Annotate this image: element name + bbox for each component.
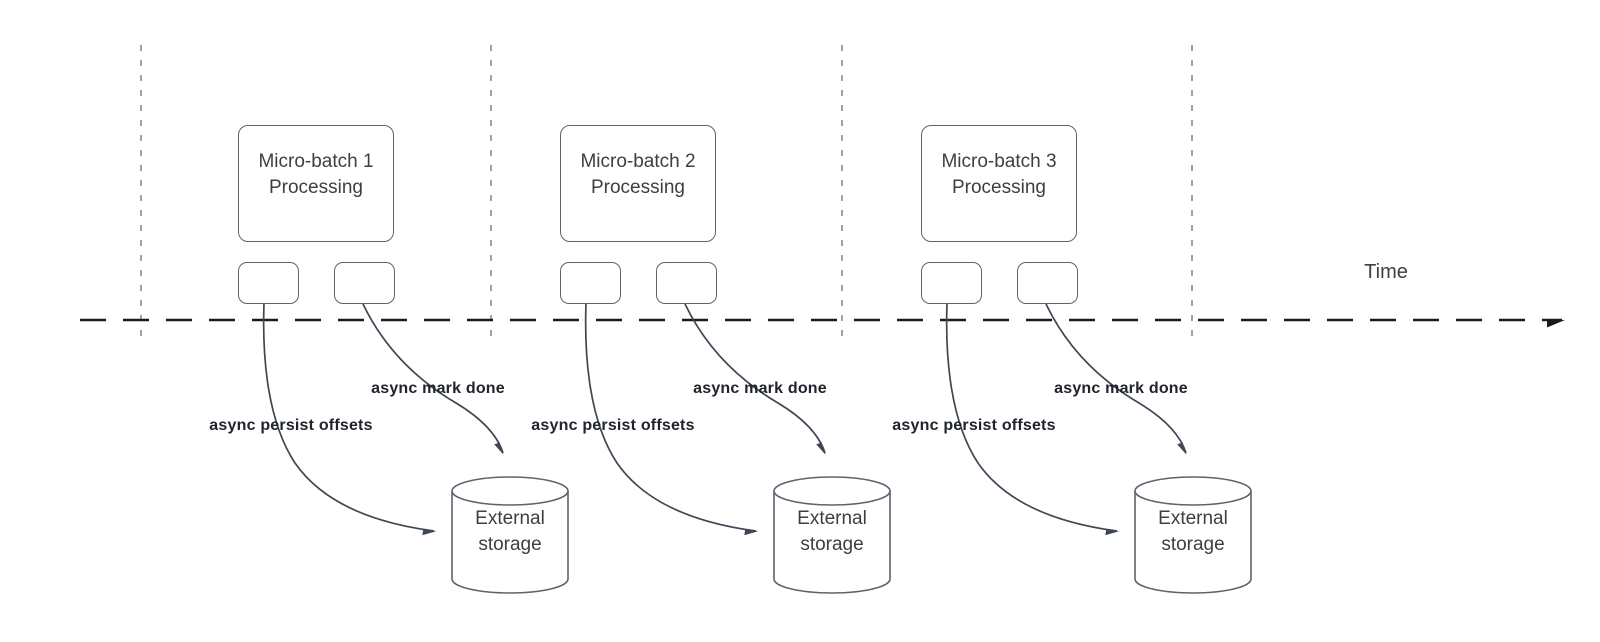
micro-batch-box-2: Micro-batch 2 Processing bbox=[560, 125, 716, 242]
external-storage-line1: External bbox=[475, 508, 545, 529]
persist-offsets-arrow bbox=[584, 302, 756, 531]
external-storage-label: External storage bbox=[1135, 506, 1251, 558]
mark-done-label: async mark done bbox=[371, 380, 505, 397]
micro-batch-title-line2: Processing bbox=[590, 176, 685, 198]
storage-cylinder-top bbox=[451, 476, 569, 506]
storage-cylinder-body bbox=[773, 491, 891, 594]
offset-slot-left bbox=[921, 262, 982, 304]
batch-1-connectors bbox=[262, 302, 569, 594]
external-storage-line2: storage bbox=[1161, 534, 1225, 555]
offset-slot-right bbox=[656, 262, 717, 304]
batch-3-connectors bbox=[945, 302, 1252, 594]
offset-slot-left bbox=[560, 262, 621, 304]
offset-slot-right bbox=[334, 262, 395, 304]
mark-done-label: async mark done bbox=[1054, 380, 1188, 397]
persist-offsets-arrow bbox=[945, 302, 1117, 531]
offset-slot-left bbox=[238, 262, 299, 304]
offset-slot-right bbox=[1017, 262, 1078, 304]
mark-done-label: async mark done bbox=[693, 380, 827, 397]
external-storage-line2: storage bbox=[800, 534, 864, 555]
micro-batch-title-line1: Micro-batch 3 bbox=[941, 150, 1057, 172]
time-axis-label: Time bbox=[1364, 261, 1408, 283]
micro-batch-title: Micro-batch 1 Processing bbox=[258, 149, 373, 219]
storage-cylinder-body bbox=[451, 491, 569, 594]
storage-cylinder-top bbox=[773, 476, 891, 506]
micro-batch-title-line1: Micro-batch 2 bbox=[580, 150, 696, 172]
external-storage-line2: storage bbox=[478, 534, 542, 555]
persist-offsets-label: async persist offsets bbox=[209, 417, 373, 434]
external-storage-label: External storage bbox=[774, 506, 890, 558]
external-storage-label: External storage bbox=[452, 506, 568, 558]
persist-offsets-label: async persist offsets bbox=[892, 417, 1056, 434]
storage-cylinder-body bbox=[1134, 491, 1252, 594]
micro-batch-title-line1: Micro-batch 1 bbox=[258, 150, 374, 172]
micro-batch-title-line2: Processing bbox=[951, 176, 1046, 198]
external-storage-line1: External bbox=[1158, 508, 1228, 529]
mark-done-arrow bbox=[684, 303, 825, 453]
batch-2-connectors bbox=[584, 302, 891, 594]
micro-batch-box-3: Micro-batch 3 Processing bbox=[921, 125, 1077, 242]
mark-done-arrow bbox=[1045, 303, 1186, 453]
micro-batch-title: Micro-batch 3 Processing bbox=[941, 149, 1056, 219]
external-storage-line1: External bbox=[797, 508, 867, 529]
persist-offsets-arrow bbox=[262, 302, 434, 531]
micro-batch-title-line2: Processing bbox=[268, 176, 363, 198]
micro-batch-title: Micro-batch 2 Processing bbox=[580, 149, 695, 219]
micro-batch-box-1: Micro-batch 1 Processing bbox=[238, 125, 394, 242]
mark-done-arrow bbox=[362, 303, 503, 453]
persist-offsets-label: async persist offsets bbox=[531, 417, 695, 434]
storage-cylinder-top bbox=[1134, 476, 1252, 506]
